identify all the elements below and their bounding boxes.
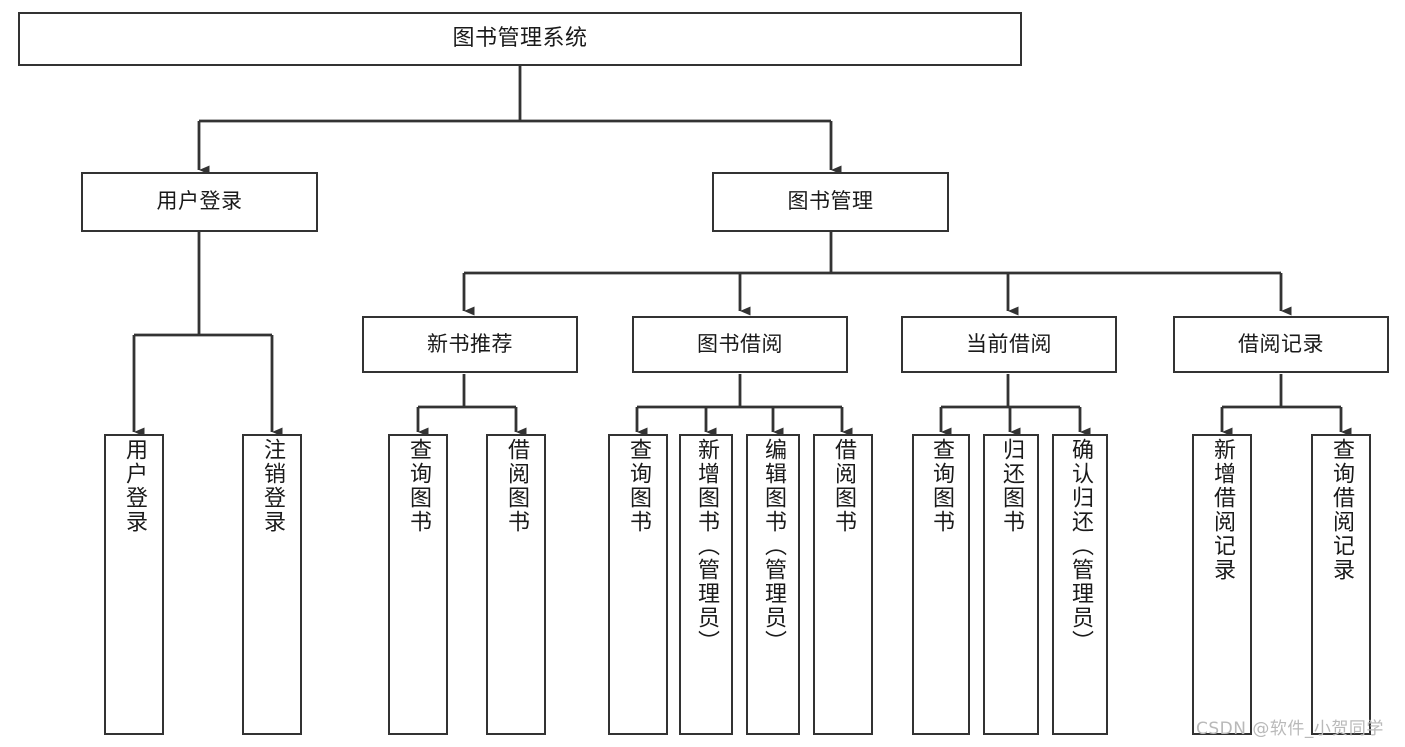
node-current-borrow[interactable]: 当前借阅 xyxy=(901,316,1117,373)
node-leaf-logout[interactable]: 注销登录 xyxy=(242,434,302,735)
node-leaf-borrow-book-borrow[interactable]: 借阅图书 xyxy=(813,434,873,735)
csdn-watermark: CSDN @软件_小贺同学 xyxy=(1196,719,1384,739)
node-root[interactable]: 图书管理系统 xyxy=(18,12,1022,66)
node-user-login[interactable]: 用户登录 xyxy=(81,172,318,232)
node-leaf-query-borrow-record[interactable]: 查询借阅记录 xyxy=(1311,434,1371,735)
node-leaf-confirm-return[interactable]: 确认归还（管理员） xyxy=(1052,434,1108,735)
node-leaf-query-book-borrow-label: 查询图书 xyxy=(626,438,651,534)
node-leaf-borrow-book-recommend[interactable]: 借阅图书 xyxy=(486,434,546,735)
node-borrow-record[interactable]: 借阅记录 xyxy=(1173,316,1389,373)
node-leaf-confirm-return-label: 确认归还（管理员） xyxy=(1068,438,1093,654)
node-book-manage[interactable]: 图书管理 xyxy=(712,172,949,232)
node-leaf-borrow-book-recommend-label: 借阅图书 xyxy=(504,438,529,534)
node-leaf-edit-book[interactable]: 编辑图书（管理员） xyxy=(746,434,800,735)
node-leaf-query-borrow-record-label: 查询借阅记录 xyxy=(1329,438,1354,582)
node-leaf-logout-label: 注销登录 xyxy=(260,438,285,534)
node-leaf-query-book-recommend[interactable]: 查询图书 xyxy=(388,434,448,735)
node-book-borrow[interactable]: 图书借阅 xyxy=(632,316,848,373)
node-leaf-return-book[interactable]: 归还图书 xyxy=(983,434,1039,735)
node-root-label: 图书管理系统 xyxy=(452,25,588,51)
node-leaf-user-login[interactable]: 用户登录 xyxy=(104,434,164,735)
node-leaf-query-book-borrow[interactable]: 查询图书 xyxy=(608,434,668,735)
node-user-login-label: 用户登录 xyxy=(156,189,243,214)
node-book-borrow-label: 图书借阅 xyxy=(697,331,783,356)
node-leaf-query-book-current[interactable]: 查询图书 xyxy=(912,434,970,735)
node-book-manage-label: 图书管理 xyxy=(787,189,874,214)
node-leaf-return-book-label: 归还图书 xyxy=(999,438,1024,534)
node-leaf-edit-book-label: 编辑图书（管理员） xyxy=(761,438,786,654)
node-leaf-add-book[interactable]: 新增图书（管理员） xyxy=(679,434,733,735)
node-borrow-record-label: 借阅记录 xyxy=(1238,331,1324,356)
node-new-book-recommend-label: 新书推荐 xyxy=(427,331,513,356)
node-current-borrow-label: 当前借阅 xyxy=(966,331,1052,356)
node-leaf-user-login-label: 用户登录 xyxy=(122,438,147,534)
node-leaf-query-book-current-label: 查询图书 xyxy=(929,438,954,534)
node-leaf-add-borrow-record[interactable]: 新增借阅记录 xyxy=(1192,434,1252,735)
node-leaf-borrow-book-borrow-label: 借阅图书 xyxy=(831,438,856,534)
node-leaf-query-book-recommend-label: 查询图书 xyxy=(406,438,431,534)
node-leaf-add-borrow-record-label: 新增借阅记录 xyxy=(1210,438,1235,582)
node-new-book-recommend[interactable]: 新书推荐 xyxy=(362,316,578,373)
node-leaf-add-book-label: 新增图书（管理员） xyxy=(694,438,719,654)
